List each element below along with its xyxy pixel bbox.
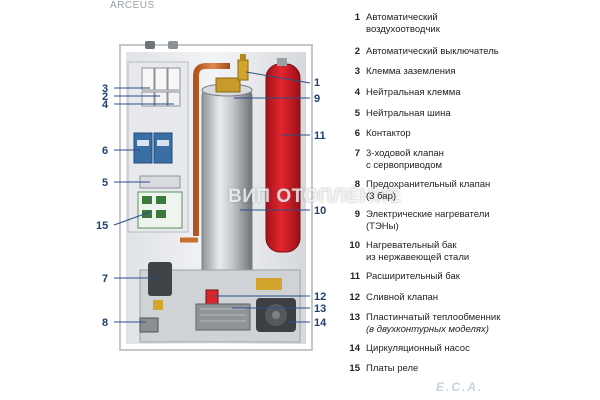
three-way-valve (148, 262, 172, 296)
callout-5: 5 (102, 177, 108, 189)
contactor (133, 132, 173, 164)
legend-item: 12 Сливной клапан (349, 292, 438, 303)
legend-item: 8 Предохранительный клапан(3 бар) (354, 179, 491, 202)
callout-9: 9 (314, 93, 320, 105)
legend-item: 9 Электрические нагреватели(ТЭНы) (354, 209, 490, 232)
legend-item: 14 Циркуляционный насос (349, 343, 470, 354)
leader-line-1 (245, 71, 311, 84)
relay-boards (137, 191, 183, 229)
callout-8: 8 (102, 317, 108, 329)
callout-15: 15 (96, 220, 108, 232)
air-vent (237, 59, 249, 81)
circuit-breakers (141, 67, 181, 107)
copper-pipe (193, 63, 230, 236)
callout-13: 13 (314, 303, 326, 315)
callout-6: 6 (102, 145, 108, 157)
callout-4: 4 (102, 99, 109, 111)
legend-item: 15 Платы реле (349, 363, 419, 374)
callout-2: 2 (102, 91, 108, 103)
legend-item: 3 Клемма заземления (354, 66, 456, 77)
legend-item: 11 Расширительный бак (349, 271, 460, 282)
legend-item: 4 Нейтральная клемма (354, 87, 461, 98)
safety-valve (139, 317, 159, 333)
callout-1: 1 (314, 77, 320, 89)
callout-14: 14 (314, 317, 327, 329)
watermark: ВИП ОТОПЛЕНИЕ (228, 186, 402, 207)
callout-3: 3 (102, 83, 108, 95)
callout-10: 10 (314, 205, 326, 217)
legend-item: 13 Пластинчатый теплообменник(в двухконт… (349, 312, 501, 335)
callout-11: 11 (314, 130, 326, 142)
drain-valve (205, 289, 219, 305)
eca-logo: E.C.A. (436, 380, 484, 394)
legend-item: 2 Автоматический выключатель (354, 46, 499, 57)
circulation-pump (256, 298, 296, 332)
boiler-diagram: 1 9 11 10 12 13 14 3 2 4 6 5 15 7 8 (96, 41, 327, 351)
callout-7: 7 (102, 273, 108, 285)
legend-item: 5 Нейтральная шина (354, 108, 451, 119)
leader-line-15 (113, 211, 151, 226)
electric-heaters (215, 77, 241, 93)
brand-label: ARCEUS (110, 0, 155, 11)
expansion-tank (265, 63, 301, 253)
heating-tank (201, 87, 253, 279)
callout-12: 12 (314, 291, 326, 303)
legend-item: 6 Контактор (354, 128, 411, 139)
